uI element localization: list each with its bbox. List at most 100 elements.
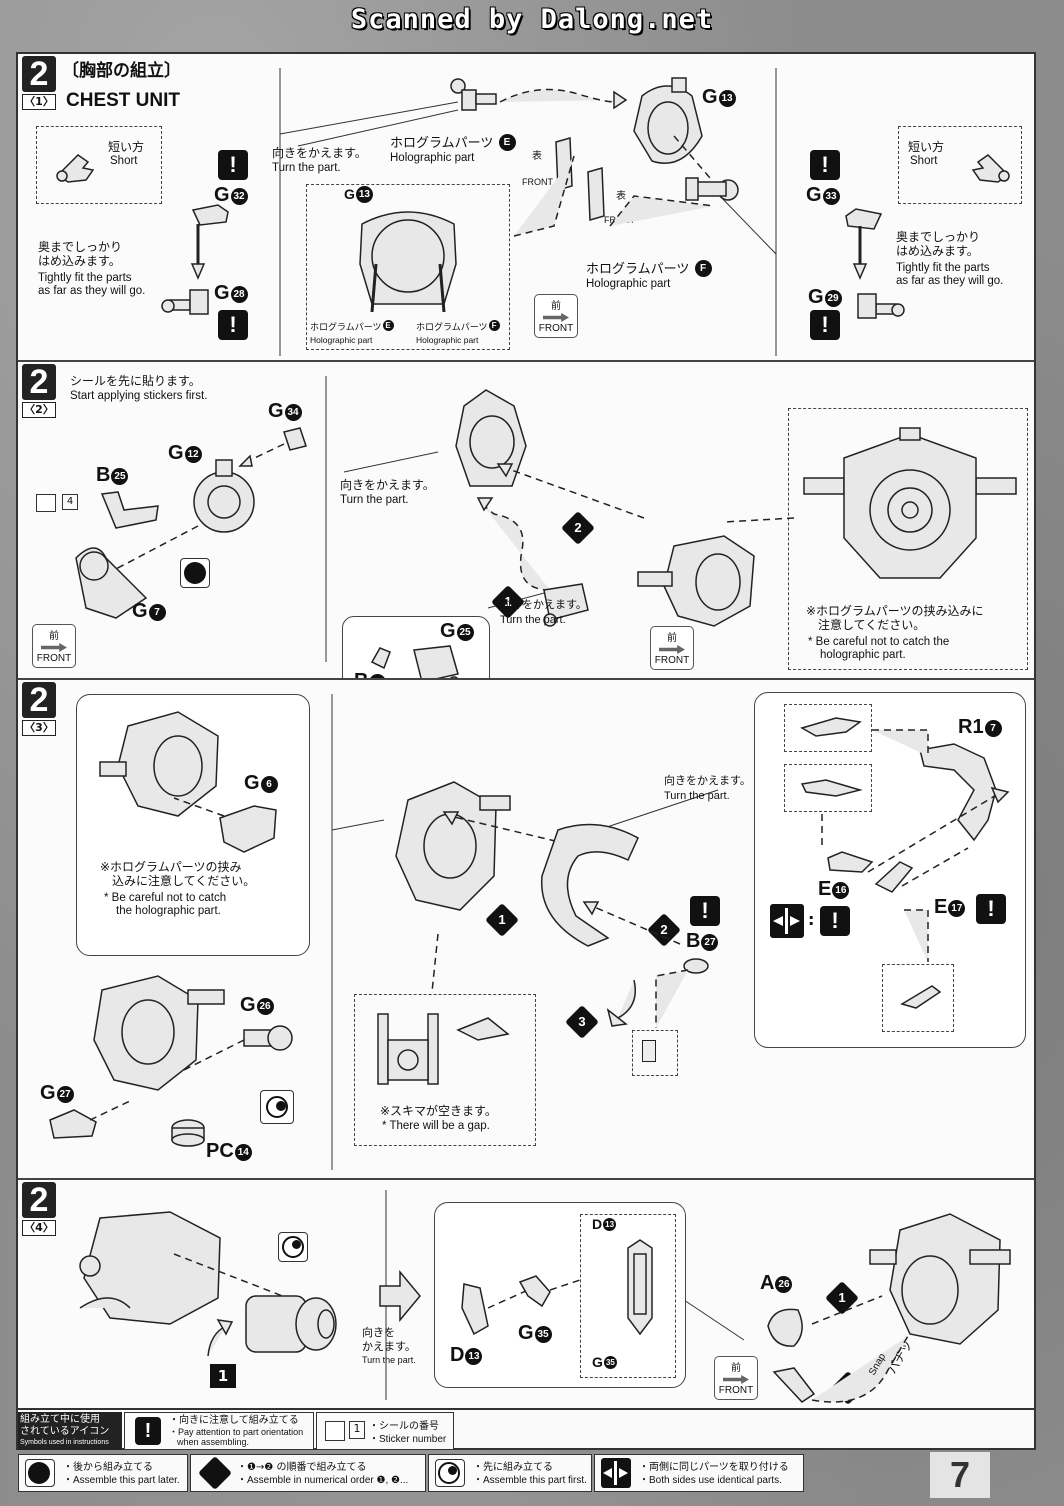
order-step-2: 2 [561,511,595,545]
e17-detail-box [882,964,954,1032]
sticker-first-jp: シールを先に貼ります。 [70,374,201,388]
sticker-en: ・Sticker number [369,1434,447,1445]
part-e17-drawing [874,861,914,893]
assembly-arrow-down [190,224,206,280]
sticker-jp: ・シールの番号 [369,1421,439,1432]
assemble-first-icon [435,1459,465,1487]
part-b13-drawing [370,647,391,670]
both-sides-icon [770,904,804,938]
order-icon [198,1456,232,1490]
e17-detail-drawing [900,985,942,1009]
legend-attention: ! ・向きに注意して組み立てる ・Pay attention to part o… [124,1412,314,1450]
gap-note-box [354,994,536,1146]
b27-detail-glyph [642,1040,656,1062]
completed-chest-inset [788,408,1028,670]
assemble-later-icon [180,558,210,588]
reactor-cylinder-drawing [245,1295,337,1353]
sticker-icon [325,1421,345,1441]
b27-detail-box [632,1030,678,1076]
inset-frame-drawing [359,211,457,313]
part-g35-drawing [518,1275,551,1308]
step-2-2-panel: 2 〈2〉 シールを先に貼ります。 Start applying sticker… [18,362,1034,680]
dashed-d13 [487,1289,529,1309]
attention-icon: ! [135,1417,161,1445]
chest-body-drawing [455,389,527,487]
both-jp: ・両側に同じパーツを取り付ける [639,1462,789,1473]
part-drawing-swivel [450,78,497,111]
holo-frame-inset [306,184,510,350]
page-number: 7 [930,1452,990,1498]
attention-icon: ! [810,310,840,340]
holo-note-jp: ※ホログラムパーツの挟み込みに注意してください。 [100,860,256,888]
attention-icon: ! [218,310,248,340]
dashed-g34 [238,443,285,467]
omote-label-f: 表 [616,191,626,202]
assembly-dashed-path-top [499,88,628,110]
chest-main-drawing [395,781,511,911]
turn-part-en: Turn the part. [664,790,730,802]
turn-part-en: Turn the part. [362,1355,416,1365]
inset-holo-f-en: Holographic part [416,335,479,345]
legend-order: ・❶→❷ の順番で組み立てる ・Assemble in numerical or… [190,1454,426,1492]
attention-icon: ! [810,150,840,180]
part-d-drawing [772,1367,816,1403]
short-side-callout-right [898,126,1022,204]
fin-detail-box-1 [784,704,872,752]
part-b27-drawing [683,958,709,974]
part-g28-drawing [161,289,209,315]
short-part-drawing-right [971,154,1010,183]
dashed-order-1 [476,497,551,591]
step-number: 2 [22,364,56,400]
fin-detail-box-2 [784,764,872,812]
dashed-g27 [89,1099,133,1121]
step-title-en: CHEST UNIT [66,90,180,111]
attn-en: ・Pay attention to part orientation [169,1427,304,1437]
curved-arrow [207,1319,234,1357]
dashed-order-2 [811,1335,909,1403]
turn-part-jp: 向きをかえます。 [664,774,751,787]
attention-icon: ! [820,906,850,936]
chest-final-drawing [869,1213,1011,1345]
part-d13-drawing [461,1283,489,1336]
part-g29-drawing [857,293,905,319]
dashed-order-2 [496,463,645,519]
dashed-a26 [811,1295,883,1325]
tight-fit-jp-right: 奥までしっかりはめ込みます。 [896,230,981,258]
chest-side-drawing [637,535,755,627]
dashed-to-gap-box [431,933,439,993]
part-e16-drawing [827,851,874,873]
sticker-number: 4 [62,494,78,510]
dashed-to-inset [723,517,795,523]
part-g26-drawing [243,1025,293,1051]
dashed-order-2 [582,901,681,945]
dashed-to-r17 [872,729,929,756]
turn-part-jp-2: 向きをかえます。 [500,598,587,611]
legend-later: ・後から組み立てる ・Assemble this part later. [18,1454,188,1492]
sticker-first-en: Start applying stickers first. [70,390,208,402]
attn-jp: ・向きに注意して組み立てる [169,1415,299,1426]
part-b25-drawing [100,491,159,529]
legend-row-1: 組み立て中に使用 されているアイコン Symbols used in instr… [18,1412,1034,1452]
d13-g35-detail-box [580,1214,676,1378]
inset-holo-e-en: Holographic part [310,335,373,345]
attention-icon: ! [976,894,1006,924]
